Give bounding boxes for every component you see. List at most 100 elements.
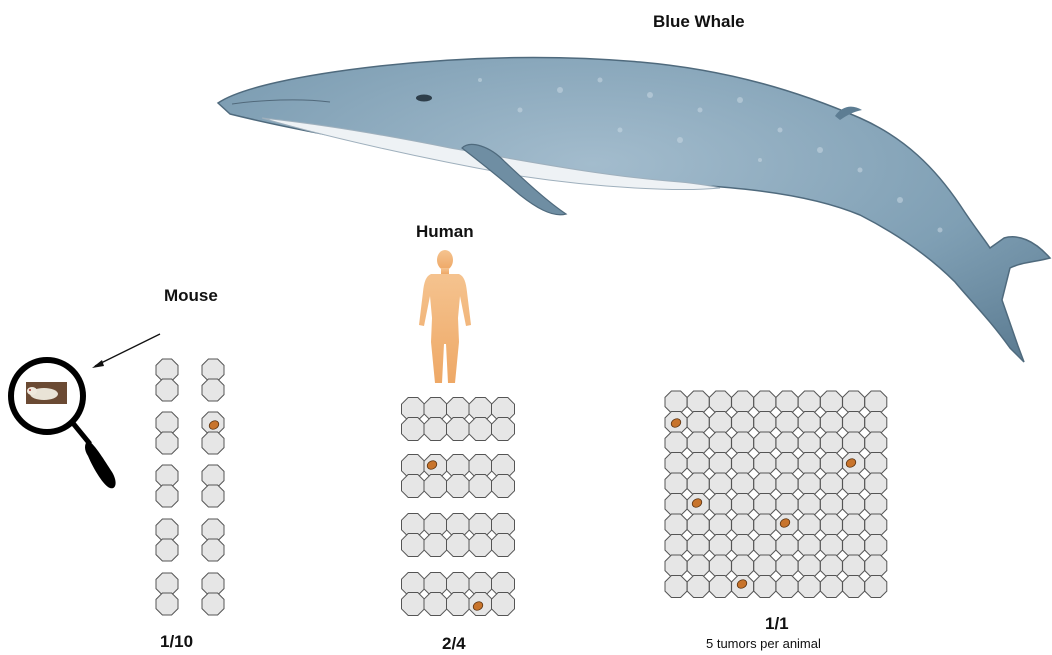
human-silhouette	[419, 250, 471, 383]
mouse-cell	[202, 379, 224, 401]
whale-cell	[843, 494, 865, 516]
human-cell	[402, 534, 425, 557]
whale-cell	[709, 412, 731, 434]
whale-cell	[687, 535, 709, 557]
whale-cell-grid	[665, 391, 887, 598]
whale-cell	[754, 453, 776, 475]
mouse-cell	[156, 485, 178, 507]
whale-cell	[732, 391, 754, 413]
human-cell	[469, 534, 492, 557]
mouse-cell	[156, 379, 178, 401]
mouse-cell	[202, 573, 224, 595]
whale-cell	[754, 432, 776, 454]
whale-cell	[687, 473, 709, 495]
whale-cell	[754, 412, 776, 434]
human-cell	[447, 475, 470, 498]
human-cell	[447, 593, 470, 616]
whale-cell	[776, 555, 798, 577]
whale-cell	[798, 514, 820, 536]
whale-cell	[709, 432, 731, 454]
whale-cell	[665, 391, 687, 413]
human-cell	[492, 418, 515, 441]
whale-cell	[865, 576, 887, 598]
whale-cell	[798, 412, 820, 434]
whale-cell	[665, 576, 687, 598]
mouse-cell	[202, 519, 224, 541]
whale-cell	[843, 412, 865, 434]
whale-cell	[820, 473, 842, 495]
whale-cell	[754, 576, 776, 598]
whale-cell	[820, 576, 842, 598]
whale-cell	[709, 514, 731, 536]
whale-cell	[665, 432, 687, 454]
whale-cell	[776, 535, 798, 557]
whale-cell	[820, 412, 842, 434]
whale-cell	[732, 432, 754, 454]
whale-cell	[865, 535, 887, 557]
whale-cell	[865, 412, 887, 434]
human-cell	[447, 418, 470, 441]
whale-illustration	[218, 57, 1050, 362]
human-cell	[447, 534, 470, 557]
mouse-cell	[156, 432, 178, 454]
mouse-cell	[156, 412, 178, 434]
whale-cell	[820, 555, 842, 577]
whale-cell	[754, 494, 776, 516]
whale-cell	[754, 473, 776, 495]
whale-cell	[798, 473, 820, 495]
whale-cell	[687, 412, 709, 434]
mouse-cell	[156, 519, 178, 541]
whale-cell	[754, 514, 776, 536]
whale-cell	[709, 391, 731, 413]
human-cell	[492, 534, 515, 557]
mouse-cell	[202, 593, 224, 615]
whale-cell	[798, 494, 820, 516]
whale-cell	[865, 432, 887, 454]
whale-cell	[865, 494, 887, 516]
magnifier-icon	[11, 334, 160, 488]
whale-cell	[709, 473, 731, 495]
mouse-cell	[202, 432, 224, 454]
whale-cell	[843, 473, 865, 495]
whale-cell	[687, 391, 709, 413]
human-cell	[402, 475, 425, 498]
human-cell	[402, 418, 425, 441]
whale-cell	[687, 453, 709, 475]
whale-cell	[732, 535, 754, 557]
whale-cell	[820, 494, 842, 516]
whale-cell	[865, 514, 887, 536]
human-cell	[402, 593, 425, 616]
whale-cell	[798, 535, 820, 557]
mouse-cell	[156, 593, 178, 615]
whale-cell	[709, 576, 731, 598]
human-cell	[424, 475, 447, 498]
whale-cell	[687, 576, 709, 598]
whale-cell	[665, 555, 687, 577]
whale-cell	[843, 535, 865, 557]
whale-cell	[665, 494, 687, 516]
whale-cell	[776, 412, 798, 434]
whale-cell	[687, 555, 709, 577]
whale-cell	[665, 535, 687, 557]
human-cell	[469, 418, 492, 441]
whale-cell	[843, 391, 865, 413]
mouse-cell	[202, 485, 224, 507]
whale-cell	[732, 473, 754, 495]
human-cell	[424, 534, 447, 557]
whale-cell	[820, 391, 842, 413]
mouse-cell	[156, 573, 178, 595]
whale-cell	[665, 453, 687, 475]
whale-cell	[798, 576, 820, 598]
whale-cell	[776, 391, 798, 413]
whale-cell	[709, 535, 731, 557]
human-cell	[492, 475, 515, 498]
mouse-cell-grid	[156, 359, 224, 615]
whale-cell	[865, 473, 887, 495]
whale-cell	[709, 453, 731, 475]
whale-cell	[843, 432, 865, 454]
human-cell	[424, 593, 447, 616]
whale-cell	[865, 555, 887, 577]
whale-cell	[732, 453, 754, 475]
whale-cell	[865, 391, 887, 413]
